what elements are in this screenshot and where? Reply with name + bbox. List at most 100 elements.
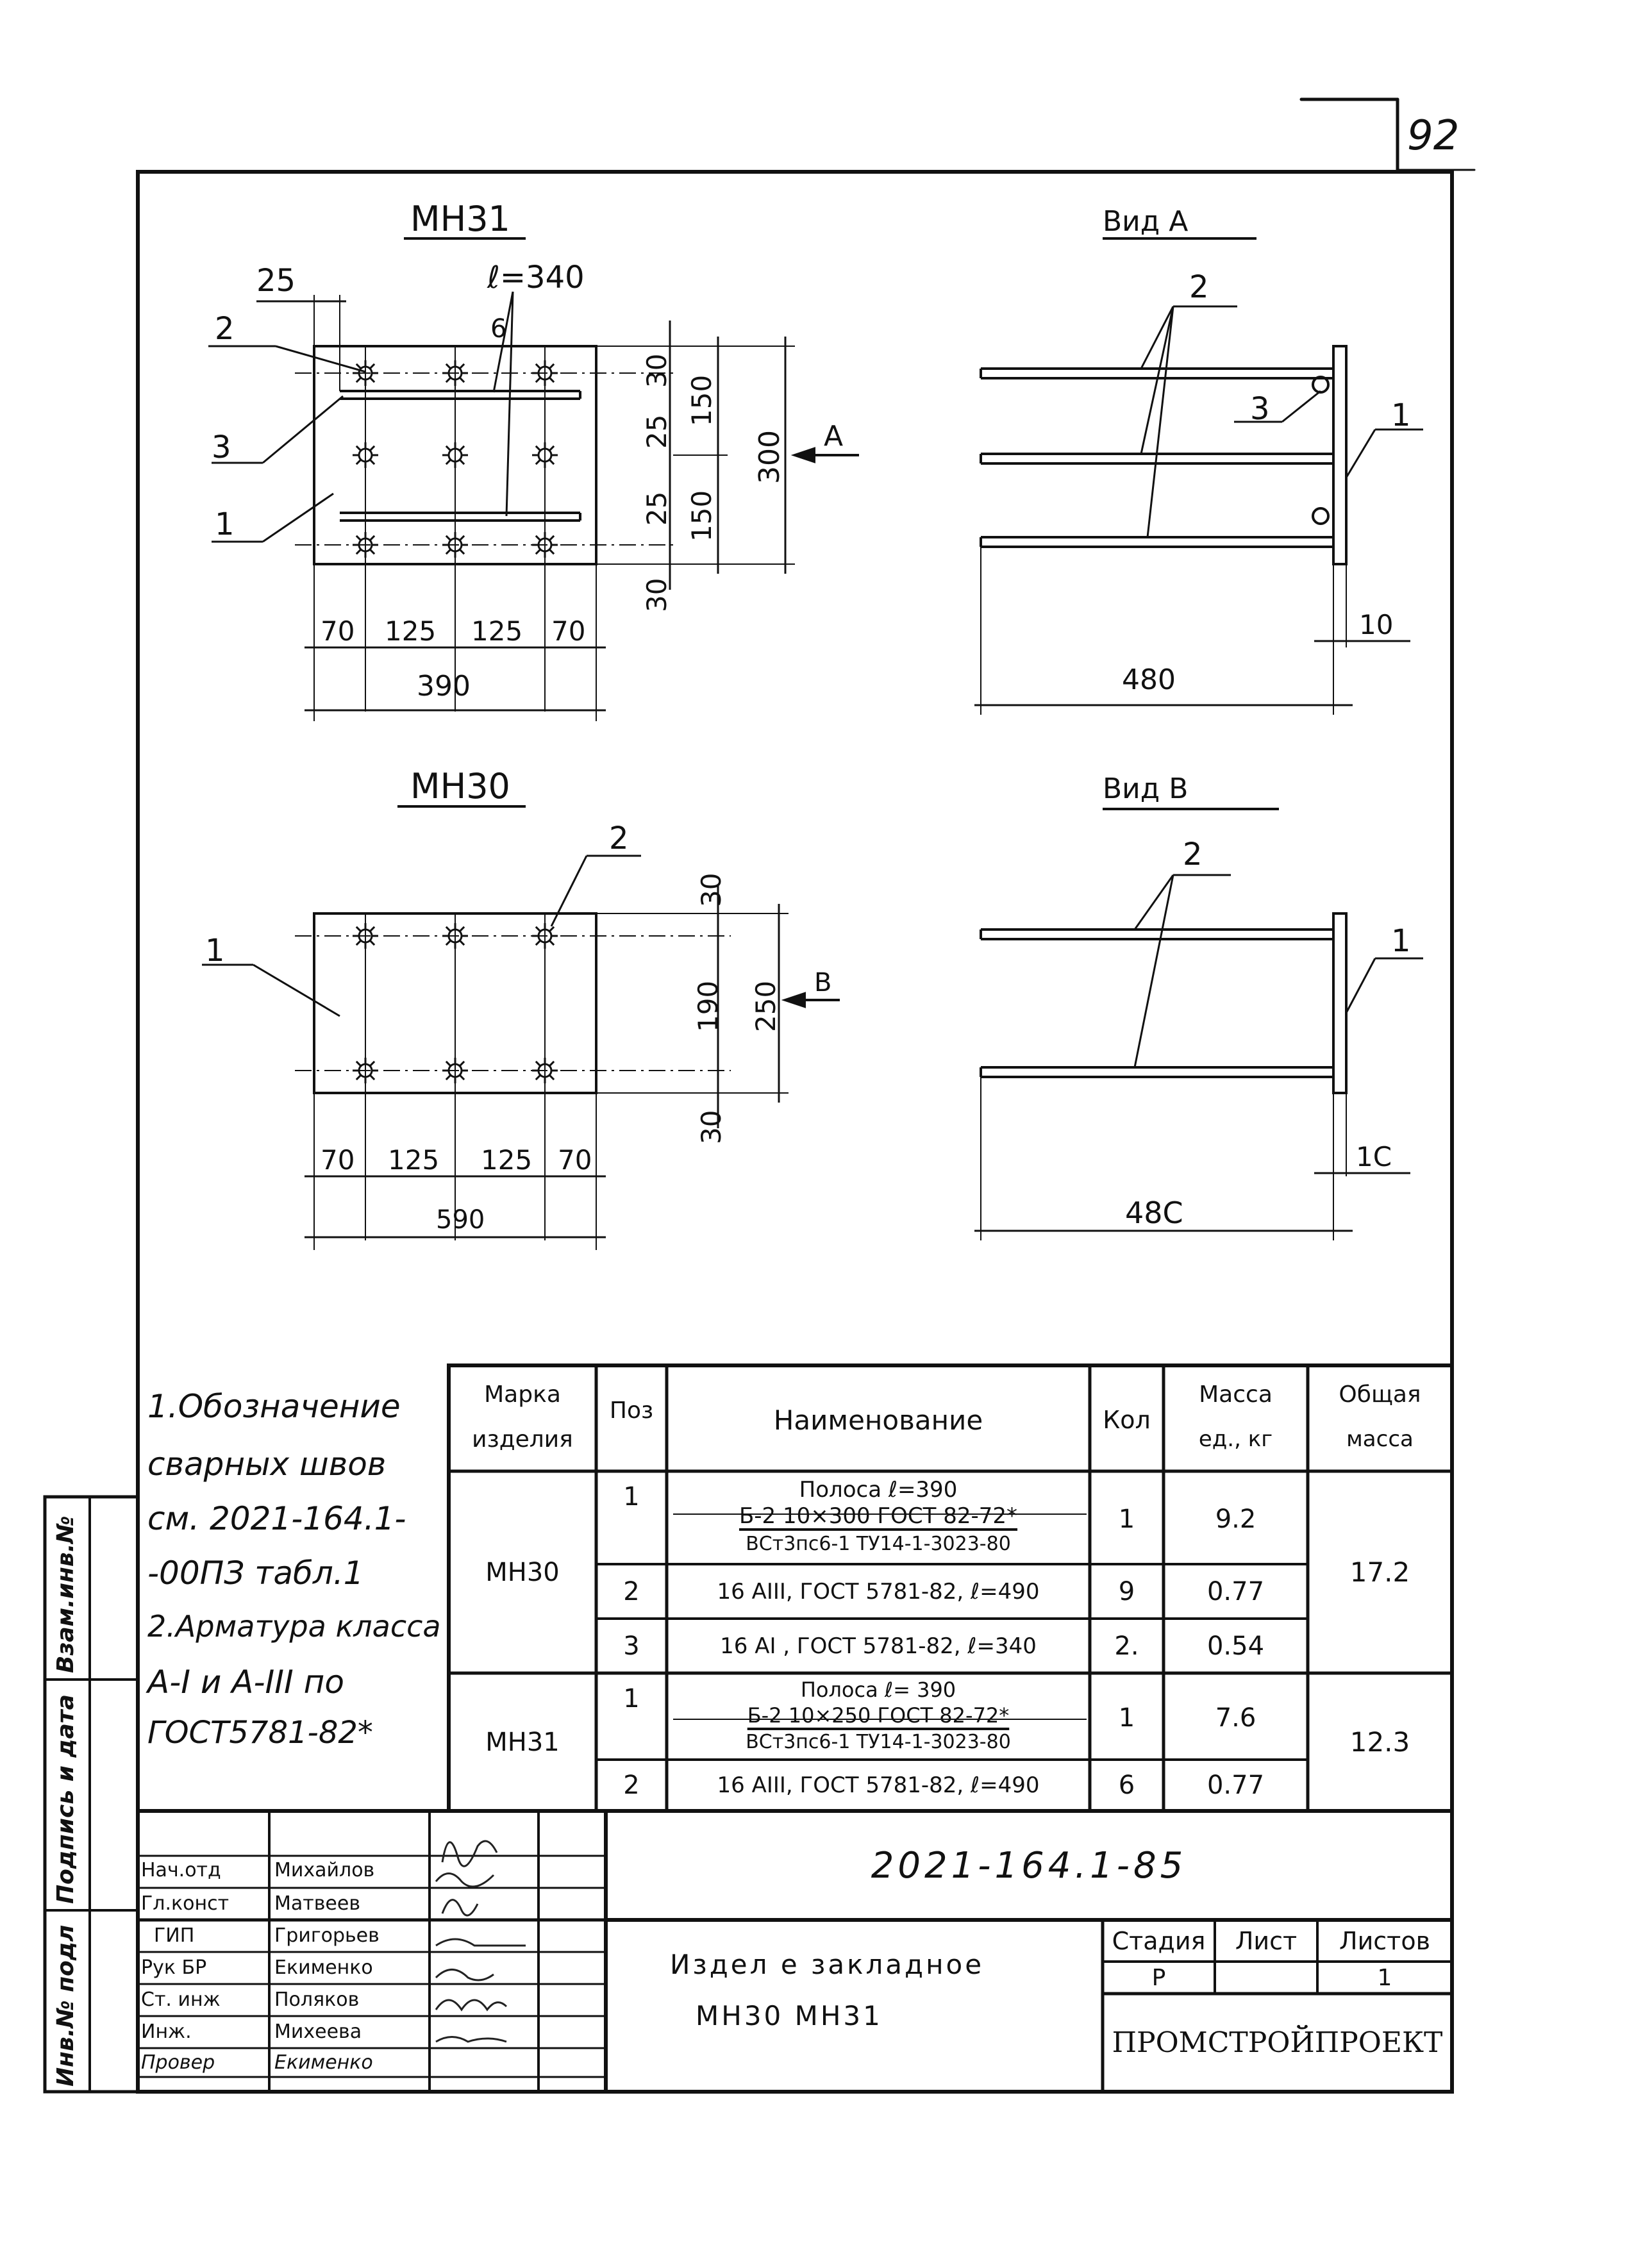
header-pos: Поз (609, 1397, 654, 1424)
mn31-stud-positions (353, 360, 558, 558)
mn31-dim-125-b: 125 (471, 615, 523, 647)
stud-mark-icon (353, 532, 378, 558)
header-mass-total-line1: Общая (1339, 1381, 1421, 1408)
mn30-title: МН30 (410, 766, 510, 806)
note-line-3: см. 2021-164.1- (147, 1500, 406, 1537)
mn30-row1-pos: 1 (623, 1482, 640, 1512)
header-mass-unit-line2: ед., кг (1198, 1426, 1273, 1452)
mn31-row2-pos: 2 (623, 1771, 640, 1800)
group-total-mn30: 17.2 (1349, 1556, 1410, 1588)
mn30-callout-2: 2 (609, 821, 629, 856)
sign-role-1: Нач.отд (141, 1859, 221, 1881)
mn31-row1-name-line2: Б-2 10×250 ГОСТ 82-72* (747, 1703, 1010, 1728)
stud-mark-icon (532, 442, 558, 468)
stud-mark-icon (442, 923, 468, 949)
page-number: 92 (1407, 112, 1460, 160)
sheets-label: Листов (1339, 1927, 1430, 1955)
stud-mark-icon (353, 360, 378, 386)
mn31-dim-70-right: 70 (551, 615, 586, 647)
side-stamp-signature-date: Подпись и дата (53, 1694, 79, 1904)
stage-label: Стадия (1112, 1927, 1206, 1955)
stud-mark-icon (442, 360, 468, 386)
mn30-row2-pos: 2 (623, 1576, 640, 1606)
mn31-callout-6: 6 (490, 314, 507, 344)
mn31-dim-150-a: 150 (686, 374, 717, 426)
sheet-value (1215, 1963, 1317, 1992)
title-line-2: МН30 МН31 (696, 2000, 883, 2031)
mn30-callout-1: 1 (205, 933, 225, 969)
view-a-callout-3: 3 (1250, 391, 1270, 427)
side-stamp-vzam-inv: Взам.инв.№ (53, 1515, 79, 1673)
mn31-dim-30-bottom: 30 (641, 578, 672, 612)
sign-role-2: Гл.конст (141, 1892, 230, 1915)
mn30-row1-name-line1: Полоса ℓ=390 (799, 1477, 958, 1503)
mn30-view-arrow-b: В (814, 968, 832, 997)
mn31-row2-mass: 0.77 (1206, 1771, 1265, 1800)
header-mass-unit-line1: Масса (1199, 1381, 1273, 1408)
signature-scribbles (435, 1840, 526, 2043)
mn31-row1-qty: 1 (1118, 1703, 1135, 1733)
mn31-dim-300: 300 (753, 430, 786, 484)
note-line-6: А-I и А-III по (147, 1663, 344, 1701)
view-b-dim-10: 1С (1356, 1141, 1392, 1172)
view-a-title: Вид А (1103, 205, 1189, 238)
sheets-value: 1 (1377, 1964, 1392, 1991)
note-line-5: 2.Арматура класса (147, 1609, 441, 1644)
mn30-stud-positions (353, 923, 558, 1083)
mn30-row2-mass: 0.77 (1206, 1576, 1265, 1606)
mn30-dim-590: 590 (436, 1205, 485, 1235)
view-b-dim-480: 48С (1125, 1196, 1183, 1230)
view-b-drawing (974, 808, 1423, 1240)
view-a-drawing (974, 237, 1423, 715)
mn30-dim-125-b: 125 (481, 1144, 533, 1176)
mn31-dim-25-top: 25 (256, 263, 296, 299)
mn31-callout-3: 3 (212, 429, 231, 465)
view-a-callout-1: 1 (1391, 397, 1411, 433)
mn31-dim-25-b: 25 (641, 491, 672, 526)
sign-name-6: Михеева (274, 2021, 362, 2043)
note-line-7: ГОСТ5781-82* (147, 1715, 373, 1751)
organization: ПРОМСТРОЙПРОЕКТ (1112, 2026, 1443, 2059)
mn30-row1-qty: 1 (1118, 1505, 1135, 1534)
side-stamp-inv-podl: Инв.№ подл (53, 1924, 79, 2087)
mn31-view-arrow-a: А (824, 420, 844, 453)
header-mass-total-line2: масса (1346, 1426, 1414, 1452)
group-total-mn31: 12.3 (1349, 1726, 1410, 1758)
mn30-row1-name-line2: Б-2 10×300 ГОСТ 82-72* (739, 1503, 1018, 1529)
sign-name-1: Михайлов (274, 1859, 375, 1881)
mn31-dim-390: 390 (417, 670, 471, 703)
mn31-row1-mass: 7.6 (1215, 1703, 1256, 1733)
stud-mark-icon (353, 1058, 378, 1083)
header-name: Наименование (773, 1404, 983, 1436)
mn30-plate-drawing (202, 237, 840, 1250)
view-a-dim-10: 10 (1359, 609, 1394, 640)
sign-role-7: Провер (141, 2051, 215, 2074)
mn30-row3-qty: 2. (1114, 1631, 1139, 1661)
mn31-dim-30-top: 30 (641, 353, 672, 388)
sign-role-4: Рук БР (141, 1956, 207, 1979)
mn30-dim-70-right: 70 (558, 1144, 592, 1176)
mn31-dim-25-a: 25 (641, 414, 672, 449)
mn30-dim-70-left: 70 (321, 1144, 355, 1176)
mn31-title: МН31 (410, 199, 510, 239)
mn30-row1-name-line3: ВСт3пс6-1 ТУ14-1-3023-80 (746, 1532, 1011, 1555)
group-mark-mn30: МН30 (485, 1557, 560, 1587)
stage-value: Р (1151, 1964, 1166, 1991)
view-b-title: Вид В (1103, 772, 1189, 805)
mn31-dim-150-b: 150 (686, 490, 717, 542)
title-block-grid (136, 1809, 1454, 2094)
sign-role-3: ГИП (154, 1924, 195, 1947)
group-mark-mn31: МН31 (485, 1727, 560, 1757)
mn30-dim-30-bottom: 30 (696, 1110, 727, 1144)
mn31-row2-name: 16 АIII, ГОСТ 5781-82, ℓ=490 (717, 1772, 1040, 1798)
mn31-row2-qty: 6 (1118, 1771, 1135, 1800)
mn30-row3-pos: 3 (623, 1631, 640, 1661)
header-mark-line1: Марка (484, 1381, 561, 1408)
mn30-dim-250: 250 (750, 980, 781, 1032)
stud-mark-icon (532, 1058, 558, 1083)
note-line-2: сварных швов (147, 1446, 387, 1483)
title-line-1: Издел е закладное (670, 1949, 985, 1980)
mn30-dim-125-a: 125 (388, 1144, 440, 1176)
mn30-row3-mass: 0.54 (1206, 1631, 1265, 1661)
